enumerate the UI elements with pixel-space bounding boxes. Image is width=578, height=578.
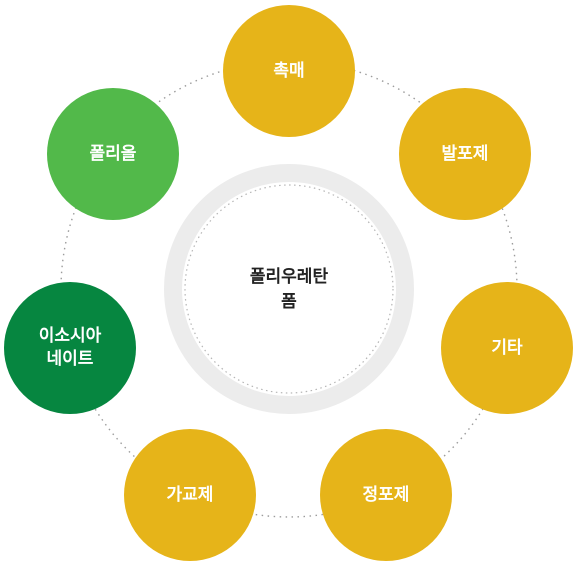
node-catalyst: 촉매	[223, 5, 355, 137]
node-crosslinker: 가교제	[124, 429, 256, 561]
node-foam-stabilizer: 정포제	[320, 429, 452, 561]
node-polyol: 폴리올	[47, 88, 179, 220]
node-blowing-agent: 발포제	[399, 88, 531, 220]
center-inner-dotted-ring	[184, 184, 394, 394]
center-label: 폴리우레탄 폼	[249, 266, 329, 313]
node-isocyanate: 이소시아 네이트	[4, 282, 136, 414]
node-other: 기타	[441, 282, 573, 414]
